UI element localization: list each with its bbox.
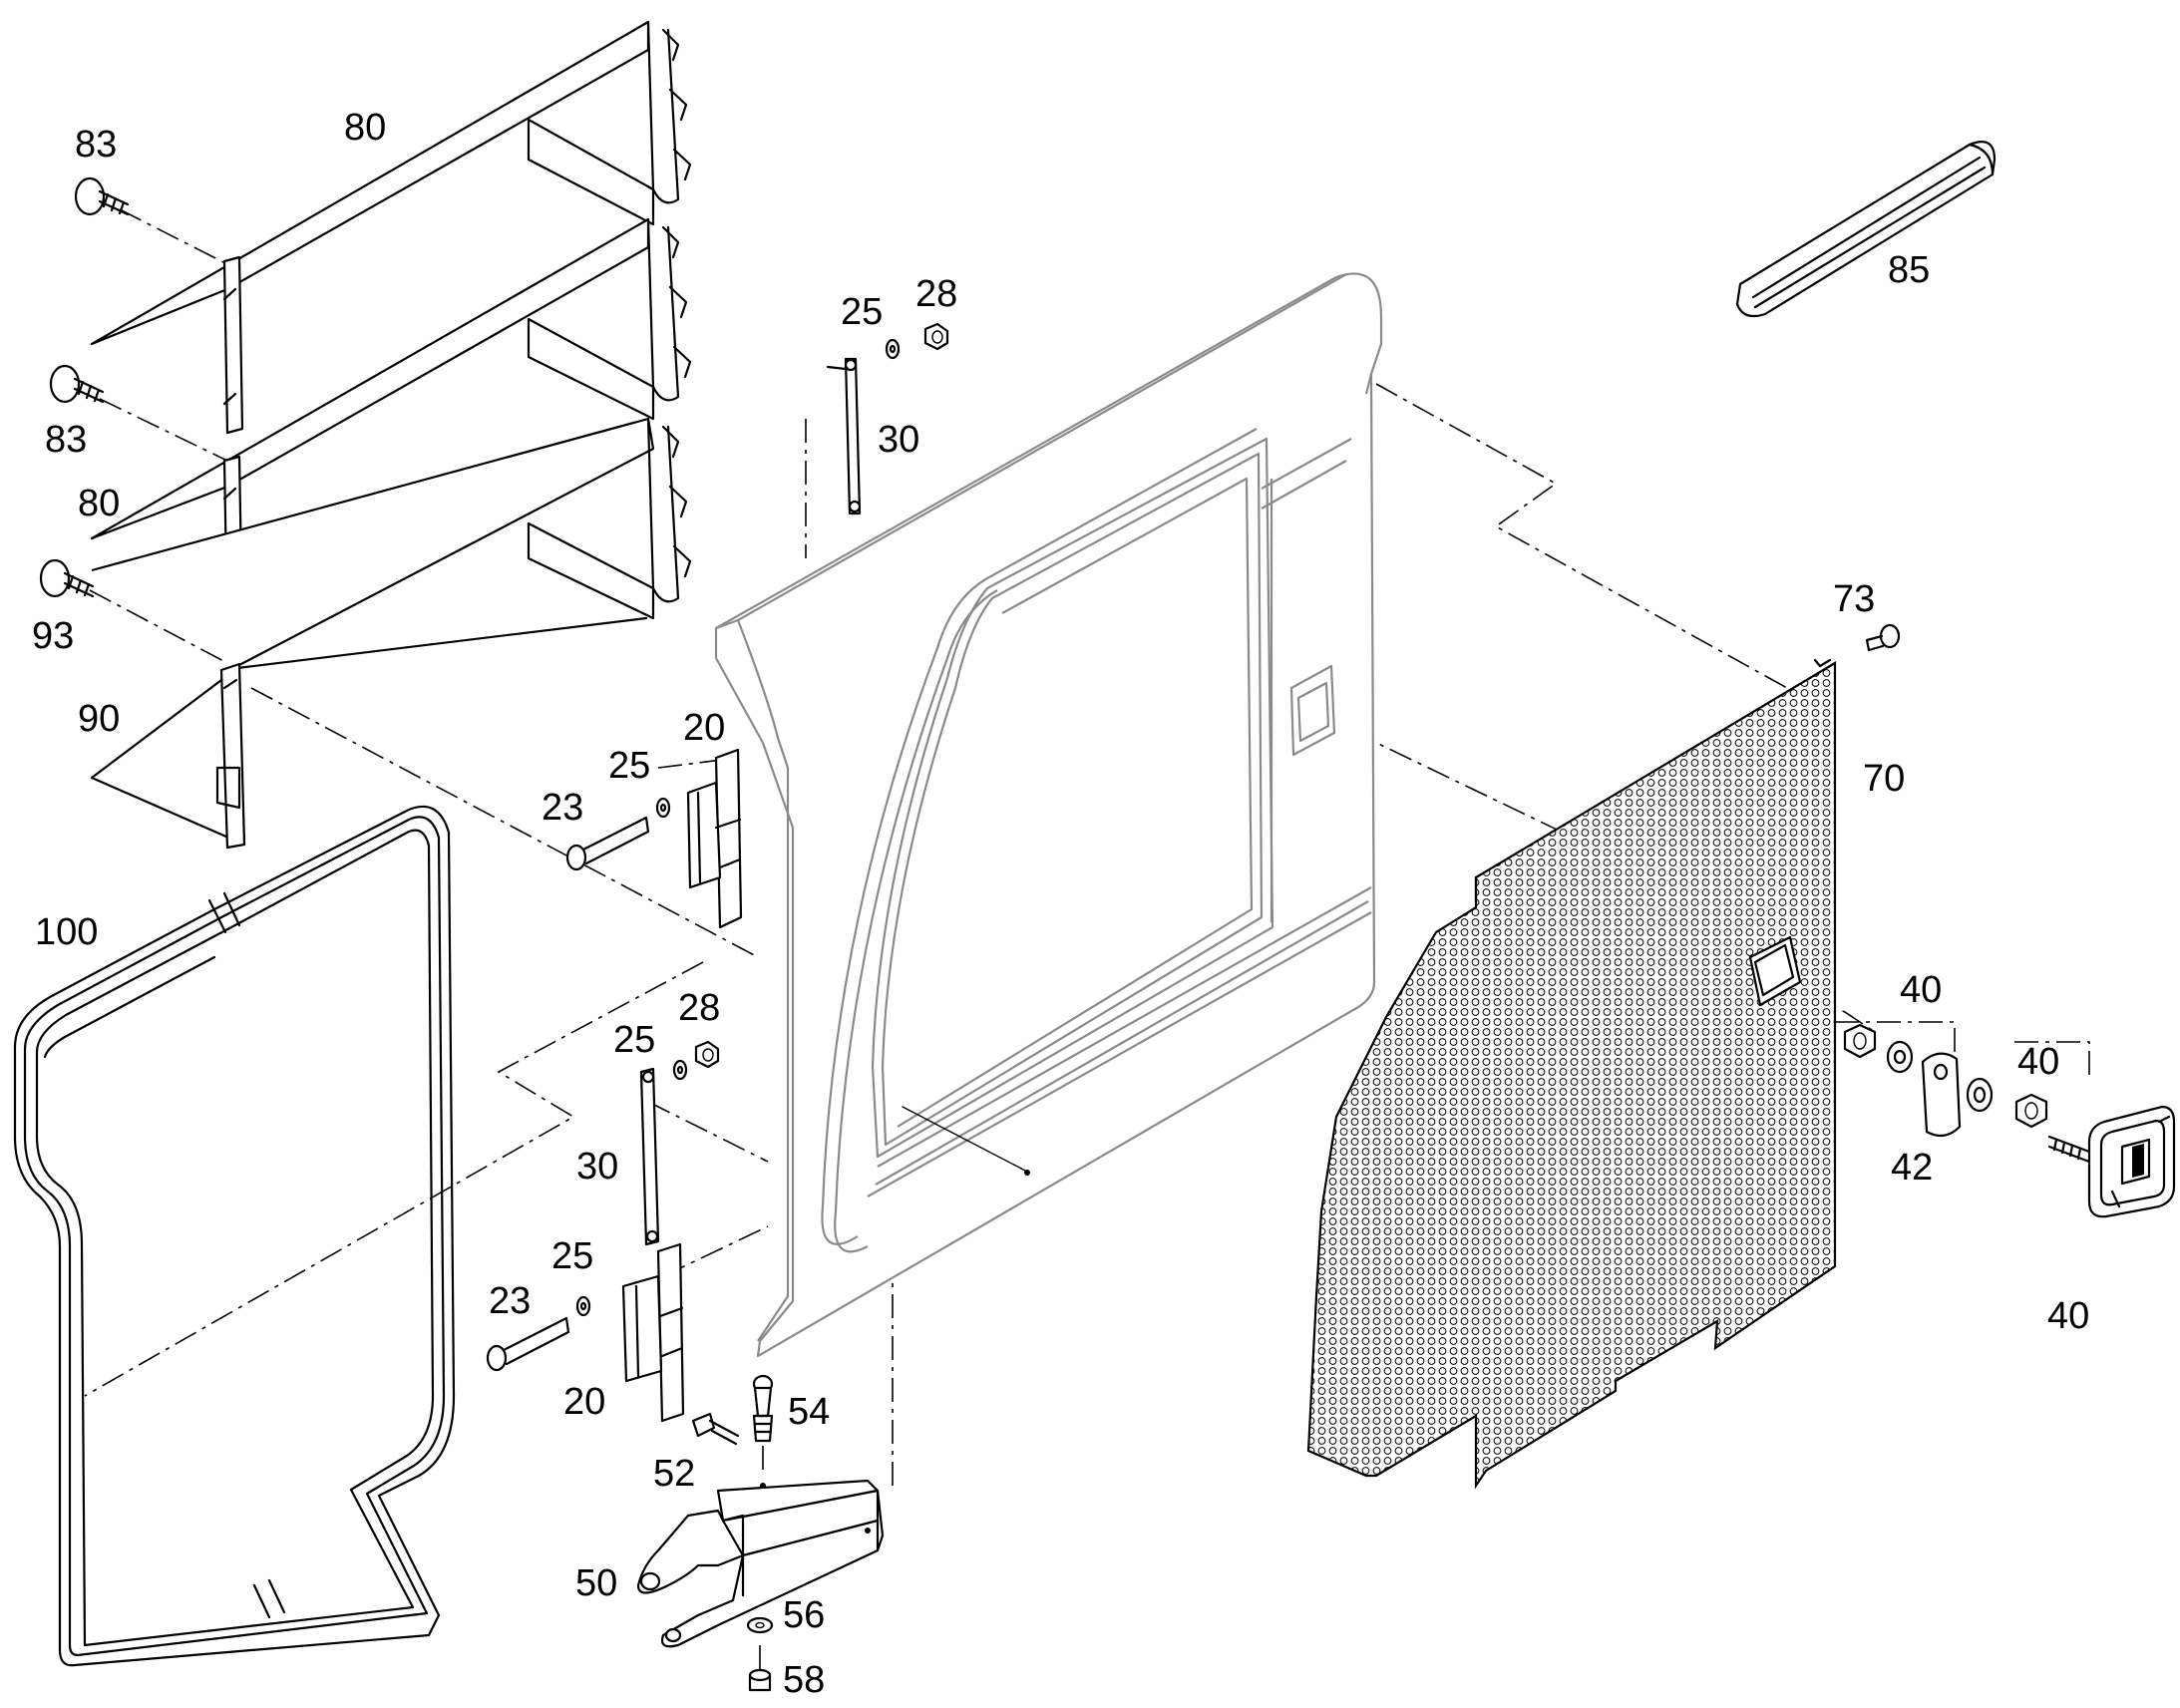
perforated-panel-70 bbox=[1306, 658, 1837, 1490]
callout-56: 56 bbox=[783, 1594, 825, 1636]
callout-80-lower: 80 bbox=[78, 483, 120, 524]
strap-30-lower bbox=[639, 1067, 660, 1246]
bolt-52 bbox=[691, 1412, 740, 1446]
callout-20-upper: 20 bbox=[683, 707, 725, 749]
door-panel bbox=[714, 272, 1383, 1358]
callout-80-upper: 80 bbox=[344, 107, 386, 149]
bolt-23-lower bbox=[486, 1316, 570, 1372]
bolt-23-upper bbox=[565, 816, 650, 871]
bracket-50 bbox=[636, 1479, 885, 1648]
callout-100: 100 bbox=[35, 911, 98, 953]
callout-83-lower: 83 bbox=[45, 419, 87, 461]
assembly-lines bbox=[84, 208, 2090, 1685]
hinge-20-upper bbox=[686, 748, 743, 929]
callout-52: 52 bbox=[653, 1453, 695, 1495]
callout-40-handle: 40 bbox=[2047, 1295, 2089, 1337]
callout-30-lower: 30 bbox=[576, 1146, 618, 1188]
callout-40-nut: 40 bbox=[1900, 969, 1942, 1011]
screw-83-upper bbox=[74, 176, 130, 216]
callout-42: 42 bbox=[1891, 1147, 1933, 1189]
nut-40-a bbox=[1843, 1023, 1877, 1059]
window-seal-frame bbox=[13, 805, 456, 1667]
callout-25-mid: 25 bbox=[613, 1019, 655, 1061]
washer-40-a bbox=[1886, 1040, 1914, 1074]
callout-85: 85 bbox=[1888, 249, 1930, 291]
screw-83-lower bbox=[49, 364, 105, 404]
strap-30-upper bbox=[826, 357, 862, 515]
callout-54: 54 bbox=[788, 1391, 830, 1433]
washer-25-upper-hinge bbox=[655, 797, 671, 819]
rubber-strip-85 bbox=[1735, 141, 1997, 318]
nut-40-b bbox=[2014, 1093, 2048, 1129]
callout-90: 90 bbox=[78, 698, 120, 740]
callout-70: 70 bbox=[1863, 758, 1905, 800]
shelf-lower bbox=[90, 616, 648, 850]
callout-30-top: 30 bbox=[878, 419, 919, 461]
screw-73 bbox=[1865, 623, 1901, 652]
nut-28-lower bbox=[694, 1040, 720, 1069]
callout-25-lower-hinge: 25 bbox=[551, 1235, 593, 1277]
washer-40-b bbox=[1966, 1077, 1994, 1113]
stud-54 bbox=[752, 1374, 774, 1443]
callout-23-lower: 23 bbox=[489, 1280, 531, 1322]
nut-58 bbox=[748, 1668, 772, 1692]
callout-93: 93 bbox=[32, 615, 74, 657]
callout-50: 50 bbox=[575, 1562, 617, 1604]
callout-labels: 83 80 83 80 93 90 100 25 28 30 20 25 23 … bbox=[32, 107, 2089, 1701]
washer-56 bbox=[746, 1616, 774, 1634]
washer-25-lower-hinge bbox=[575, 1295, 591, 1317]
handle-40 bbox=[2047, 1105, 2176, 1218]
latch-42 bbox=[1921, 1052, 1962, 1138]
shelf-upper bbox=[90, 20, 692, 435]
washer-25-upper bbox=[885, 338, 901, 360]
screw-93 bbox=[39, 558, 95, 598]
callout-83-upper: 83 bbox=[75, 124, 117, 166]
callout-25-upper-hinge: 25 bbox=[608, 745, 650, 787]
callout-28-mid: 28 bbox=[678, 987, 720, 1029]
callout-73: 73 bbox=[1833, 578, 1875, 620]
callout-25-top: 25 bbox=[841, 291, 883, 333]
callout-20-lower: 20 bbox=[563, 1381, 605, 1423]
callout-40-washer: 40 bbox=[2017, 1041, 2059, 1083]
hinge-20-lower bbox=[621, 1242, 685, 1423]
shelf-middle-2 bbox=[91, 417, 692, 667]
washer-25-mid bbox=[672, 1059, 688, 1081]
nut-28-upper bbox=[923, 322, 949, 351]
callout-58: 58 bbox=[783, 1659, 825, 1701]
callout-23-upper: 23 bbox=[542, 787, 583, 829]
callout-28-top: 28 bbox=[915, 273, 957, 315]
